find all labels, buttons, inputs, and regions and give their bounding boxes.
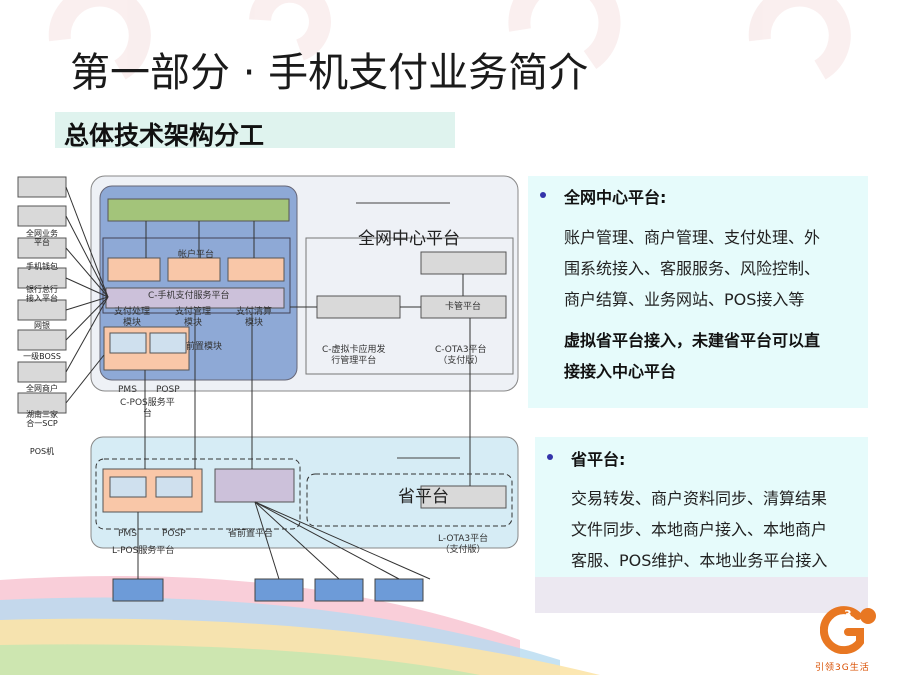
pay-clearing-label: 支付清算 模块 [236, 307, 273, 328]
central-panel-bold-line: 接接入中心平台 [564, 362, 677, 381]
bullet-icon [540, 192, 546, 198]
account-platform-frame [102, 237, 291, 314]
c-virtual-card-label: C-虚拟卡应用发 行管理平台 [322, 345, 386, 366]
left-box [17, 176, 67, 198]
central-panel-line: 围系统接入、客服服务、风险控制、 [564, 259, 821, 278]
central-platform-label: 全网中心平台 [358, 229, 460, 249]
left-item-label: POS机 [29, 447, 55, 456]
left-connectors [65, 186, 109, 404]
logo-mark: 3 [844, 608, 852, 621]
l-pms-label: PMS [118, 529, 137, 539]
province-panel-heading: 省平台: [571, 450, 626, 469]
account-sub-box [227, 257, 285, 282]
left-box [17, 361, 67, 383]
province-platform-label: 省平台 [398, 487, 449, 507]
central-panel-line: 账户管理、商户管理、支付处理、外 [564, 228, 821, 247]
card-mgmt-label: 卡管平台 [445, 302, 482, 312]
province-panel-line: 客服、POS维护、本地业务平台接入 [571, 551, 828, 570]
left-box [17, 329, 67, 351]
merchant-box [112, 578, 164, 602]
posp-label: POSP [156, 385, 180, 395]
left-item-label: 银行总行 接入平台 [26, 285, 58, 303]
central-panel-heading: 全网中心平台: [564, 188, 667, 207]
architecture-diagram [17, 175, 519, 602]
footer-slogan: 引领3G生活 [815, 663, 870, 673]
left-item-label: 湖南三家 合一SCP [26, 410, 58, 428]
province-fanout [254, 501, 431, 580]
g3-logo-icon [820, 606, 876, 654]
c-pos-service-label: C-POS服务平 台 [120, 398, 175, 419]
province-platform-panel: 省平台: 交易转发、商户资料同步、清算结果 文件同步、本地商户接入、本地商户 客… [535, 437, 868, 613]
page-title: 第一部分 · 手机支付业务简介 [70, 50, 589, 96]
posp-box [149, 332, 187, 354]
province-panel-line: 文件同步、本地商户接入、本地商户 [571, 520, 828, 539]
c-payment-service-label: C-手机支付服务平台 [148, 291, 230, 301]
left-item-label: 手机钱包 [26, 262, 58, 271]
province-panel-line: 交易转发、商户资料同步、清算结果 [571, 489, 828, 508]
l-pms-box [109, 476, 147, 498]
pay-processing-label: 支付处理 模块 [114, 307, 151, 328]
top-gray-box [420, 251, 507, 275]
pms-label: PMS [118, 385, 137, 395]
page-subtitle: 总体技术架构分工 [64, 121, 265, 150]
pre-module-label: 前置模块 [186, 342, 223, 352]
merchant-box [254, 578, 304, 602]
l-pos-service-label: L-POS服务平台 [112, 546, 175, 556]
left-item-label: 全网业务 平台 [26, 229, 58, 247]
pay-management-label: 支付管理 模块 [175, 307, 212, 328]
pms-box [109, 332, 147, 354]
subtitle-band [55, 112, 455, 148]
province-front-box [214, 468, 295, 503]
central-panel-bold-line: 虚拟省平台接入，未建省平台可以直 [564, 331, 821, 350]
c-ota3-label: C-OTA3平台 （支付版） [435, 345, 487, 366]
left-item-label: 网银 [34, 321, 50, 330]
l-posp-box [155, 476, 193, 498]
account-sub-box [167, 257, 221, 282]
province-front-label: 省前置平台 [228, 529, 274, 539]
l-ota3-box [420, 485, 507, 509]
account-platform-label: 帐户平台 [178, 250, 215, 260]
central-panel-line: 商户结算、业务网站、POS接入等 [564, 290, 805, 309]
province-dashed-frame [306, 473, 513, 527]
merchant-box [374, 578, 424, 602]
account-sub-box [107, 257, 161, 282]
virtual-card-box [316, 295, 401, 319]
vertical-connectors [137, 221, 471, 579]
green-bar [107, 198, 290, 222]
central-platform-panel: 全网中心平台: 账户管理、商户管理、支付处理、外 围系统接入、客服服务、风险控制… [528, 176, 868, 408]
left-item-label: 全网商户 [26, 384, 58, 393]
left-item-label: 一级BOSS [23, 352, 61, 361]
l-pos-dashed-frame [95, 458, 301, 530]
bullet-icon [547, 454, 553, 460]
left-box [17, 299, 67, 321]
left-box [17, 205, 67, 227]
l-ota3-label: L-OTA3平台 （支付版） [438, 534, 489, 555]
virtual-card-frame [305, 237, 514, 375]
merchant-box [314, 578, 364, 602]
l-posp-label: POSP [162, 529, 186, 539]
